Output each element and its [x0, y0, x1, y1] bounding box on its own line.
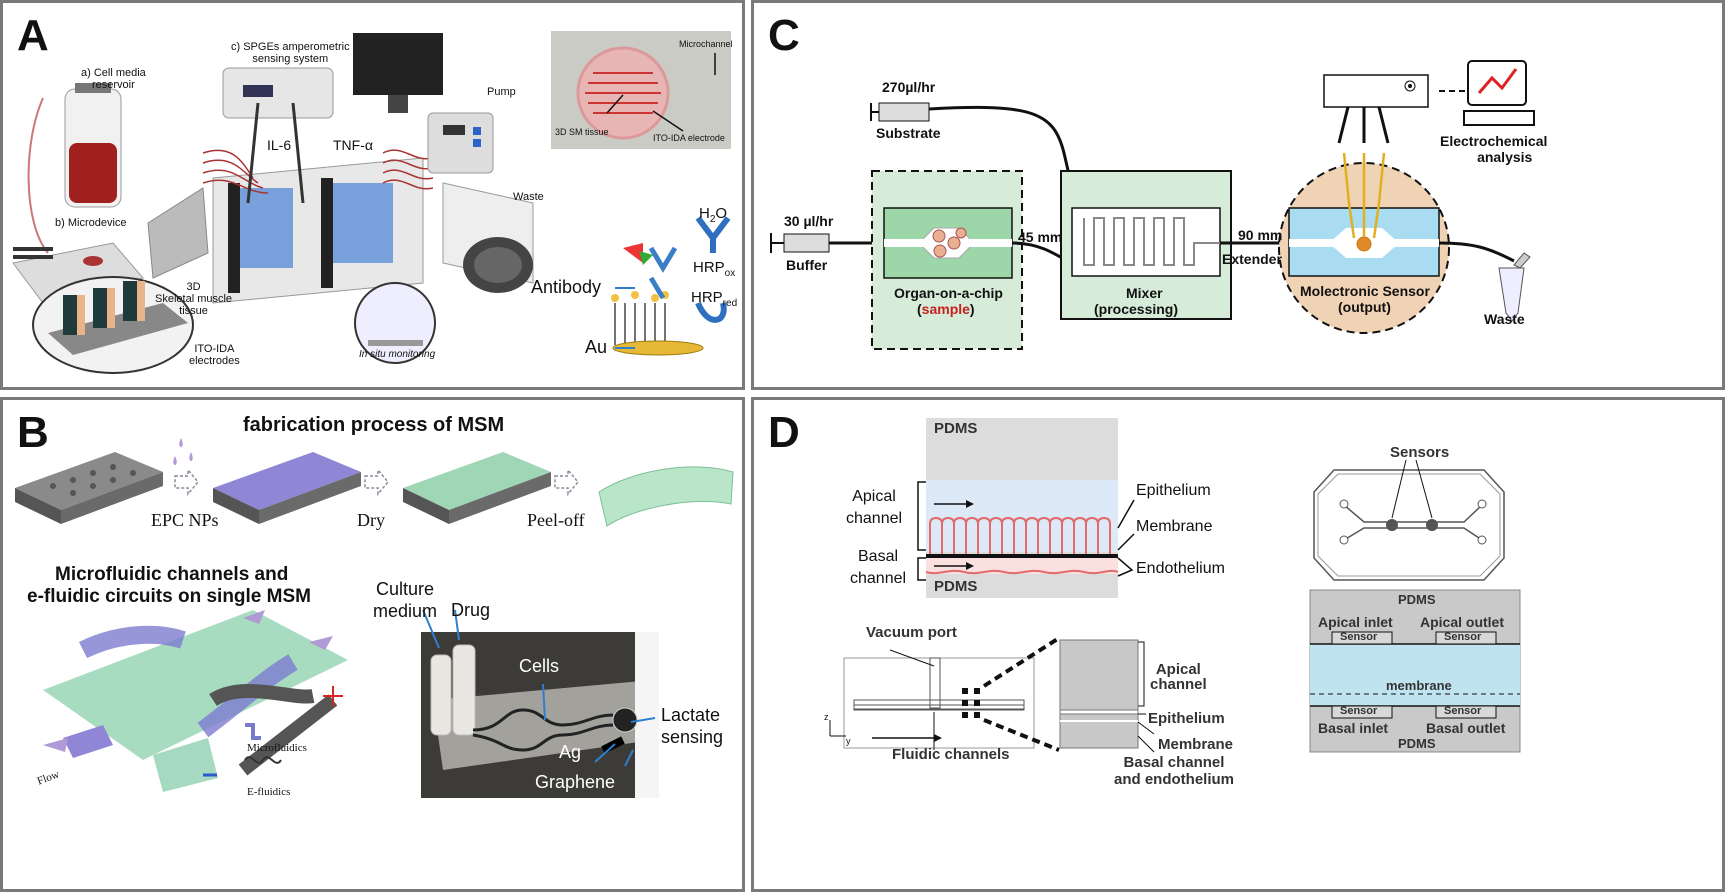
cells-label: Cells: [519, 656, 560, 676]
h2o-label: H2O: [699, 205, 728, 225]
sensor-tag-4: Sensor: [1444, 705, 1482, 717]
buffer-rate: 30 µl/hr: [784, 213, 834, 229]
substrate-label: Substrate: [876, 125, 941, 141]
tnf-label: TNF-α: [333, 137, 373, 153]
microfluidics-label: Microfluidics: [247, 742, 307, 754]
subtitle-line1: Microfluidic channels and: [55, 564, 289, 585]
drug-label: Drug: [451, 600, 491, 620]
skeletal-label: 3D Skeletal muscle tissue: [155, 281, 233, 317]
fluidic-label: Fluidic channels: [892, 746, 1010, 763]
graphene-label: Graphene: [535, 772, 616, 792]
membrane-label: Membrane: [1136, 518, 1213, 535]
panel-a-label: A: [17, 11, 49, 60]
apical-outlet-label: Apical outlet: [1420, 614, 1505, 630]
fab-title: fabrication process of MSM: [243, 414, 505, 436]
step-dry: Dry: [357, 510, 385, 530]
au-label: Au: [585, 337, 608, 357]
il6-label: IL-6: [267, 137, 292, 153]
step-epc: EPC NPs: [151, 510, 219, 530]
output-label: (output): [1338, 299, 1391, 315]
cs-pdms-top: PDMS: [1398, 592, 1436, 607]
mixer-label: Mixer: [1126, 285, 1163, 301]
buffer-label: Buffer: [786, 257, 828, 273]
cs-pdms-bottom: PDMS: [1398, 736, 1436, 751]
sensor-tag-1: Sensor: [1340, 631, 1378, 643]
organ-label: Organ-on-a-chip: [894, 285, 1003, 301]
panel-b-label: B: [17, 408, 49, 457]
epithelium-label: Epithelium: [1136, 482, 1211, 499]
panel-c-diagram: [770, 60, 1535, 350]
panel-a: A: [0, 0, 745, 390]
extender-label: Extender: [1222, 251, 1282, 267]
sample-label: (sample): [917, 301, 975, 317]
apical-inlet-label: Apical inlet: [1318, 614, 1393, 630]
panel-d-diagram: [829, 418, 1521, 753]
antibody-label: Antibody: [531, 277, 602, 297]
ag-label: Ag: [559, 742, 582, 762]
axis-z: z: [824, 712, 829, 722]
in-situ-label: In situ monitoring: [359, 349, 436, 360]
processing-label: (processing): [1094, 301, 1179, 317]
microdevice-label: b) Microdevice: [55, 217, 127, 229]
pump-label: Pump: [487, 86, 516, 98]
subtitle-line2: e-fluidic circuits on single MSM: [27, 586, 311, 607]
basal-outlet-label: Basal outlet: [1426, 720, 1506, 736]
membrane-cs-label: membrane: [1386, 678, 1452, 693]
ito-electrode-label: ITO-IDA electrode: [653, 133, 725, 143]
hrp-ox-label: HRPox: [693, 259, 736, 279]
waste-label-a: Waste: [513, 191, 544, 203]
hrp-red-label: HRPred: [691, 289, 738, 309]
membrane2-label: Membrane: [1158, 736, 1234, 753]
panel-c-label: C: [768, 11, 800, 60]
sensor-label: Molectronic Sensor: [1300, 283, 1430, 299]
vacuum-label: Vacuum port: [866, 624, 957, 641]
sensor-tag-2: Sensor: [1444, 631, 1482, 643]
waste-label-c: Waste: [1484, 311, 1525, 327]
spges-label: c) SPGEs amperometric sensing system: [231, 41, 350, 65]
distance-45: 45 mm: [1018, 229, 1063, 245]
sensors-label: Sensors: [1390, 444, 1450, 461]
ito-ida-label: ITO-IDA electrodes: [189, 343, 240, 367]
endothelium-label: Endothelium: [1136, 560, 1225, 577]
pdms-top: PDMS: [934, 420, 978, 437]
panel-d-label: D: [768, 408, 800, 457]
microchannel-label: Microchannel: [679, 39, 733, 49]
cell-media-label: a) Cell media reservoir: [81, 67, 146, 91]
panel-d: D: [751, 397, 1725, 892]
step-peel: Peel-off: [527, 510, 585, 530]
efluidics-label: E-fluidics: [247, 786, 291, 798]
basal-inlet-label: Basal inlet: [1318, 720, 1389, 736]
panel-c: C: [751, 0, 1725, 390]
panel-b: B: [0, 397, 745, 892]
panel-b-illustration: [15, 438, 734, 798]
axis-y: y: [846, 736, 851, 746]
sm-tissue-label: 3D SM tissue: [555, 127, 609, 137]
panel-a-illustration: [12, 31, 731, 374]
sensor-tag-3: Sensor: [1340, 705, 1378, 717]
epithelium2-label: Epithelium: [1148, 710, 1225, 727]
pdms-bottom: PDMS: [934, 578, 978, 595]
distance-90: 90 mm: [1238, 227, 1283, 243]
substrate-rate: 270µl/hr: [882, 79, 936, 95]
